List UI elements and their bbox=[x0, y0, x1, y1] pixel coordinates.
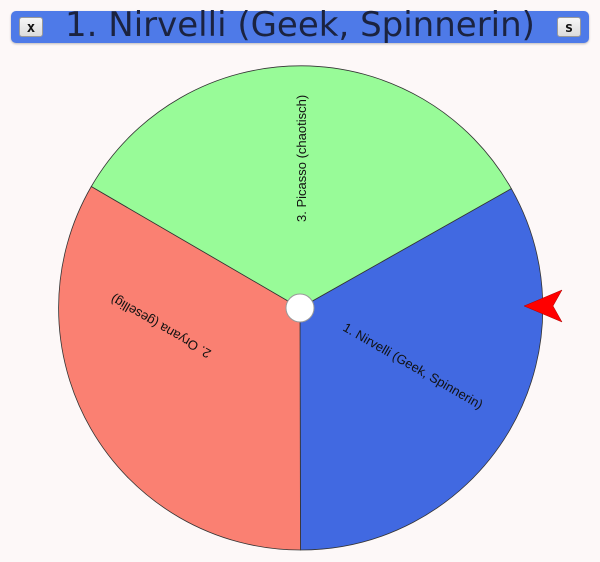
title-bar: 1. Nirvelli (Geek, Spinnerin) x s bbox=[11, 5, 589, 45]
wheel-hub bbox=[285, 293, 315, 323]
wheel-segment-3[interactable] bbox=[90, 65, 512, 309]
pointer-arrow-icon bbox=[523, 289, 563, 323]
wheel-segment-3-label: 3. Picasso (chaotisch) bbox=[294, 95, 309, 222]
settings-button[interactable]: s bbox=[557, 17, 581, 37]
wheel-segment-2[interactable] bbox=[58, 185, 301, 551]
close-button[interactable]: x bbox=[19, 17, 43, 37]
page-title: 1. Nirvelli (Geek, Spinnerin) bbox=[65, 5, 535, 45]
wheel-segment-1[interactable] bbox=[299, 188, 544, 551]
